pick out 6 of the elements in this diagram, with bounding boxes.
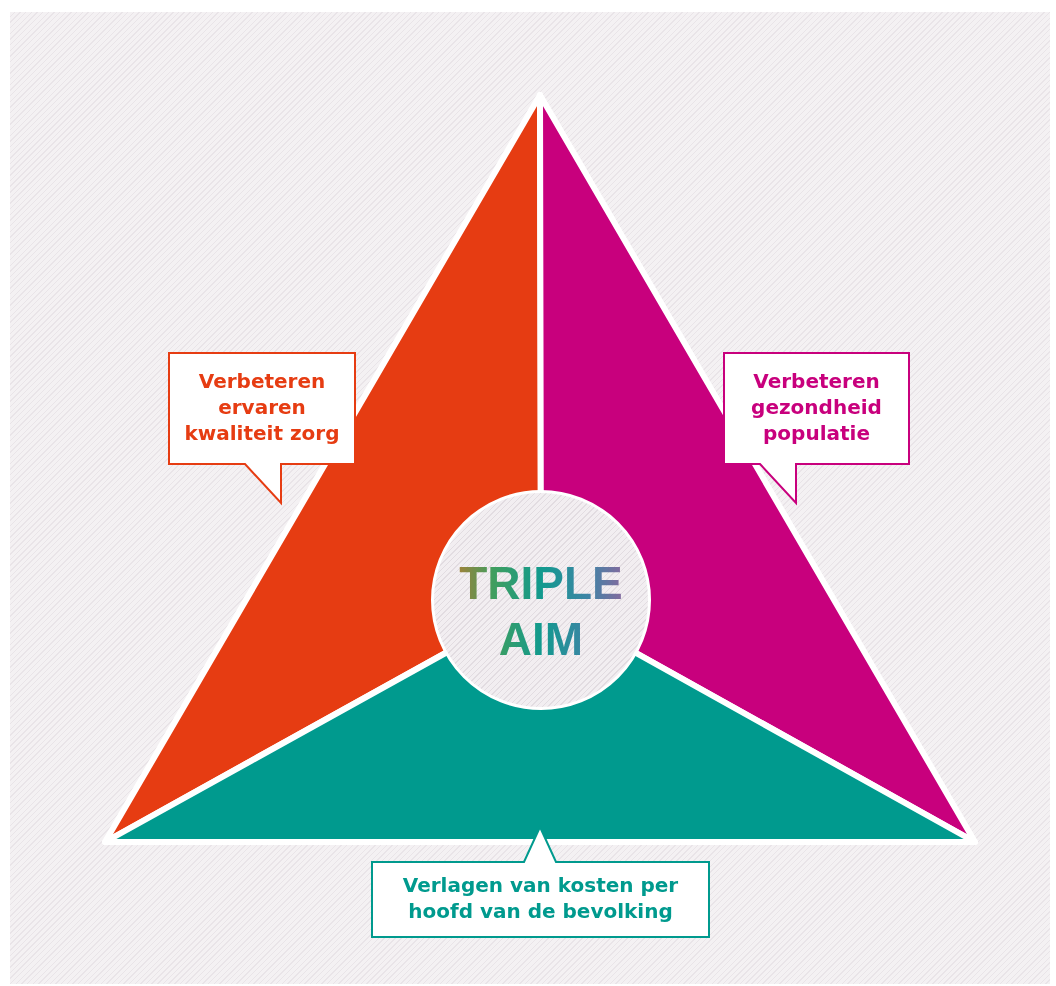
speech-bubble <box>371 826 710 938</box>
speech-bubble <box>168 352 356 504</box>
callout-text: Verlagen van kosten per hoofd van de bevolking <box>401 872 680 924</box>
callout-text: Verbeteren gezondheid populatie <box>750 368 883 446</box>
speech-bubble <box>723 352 910 504</box>
callout-text: Verbeteren ervaren kwaliteit zorg <box>183 368 341 446</box>
